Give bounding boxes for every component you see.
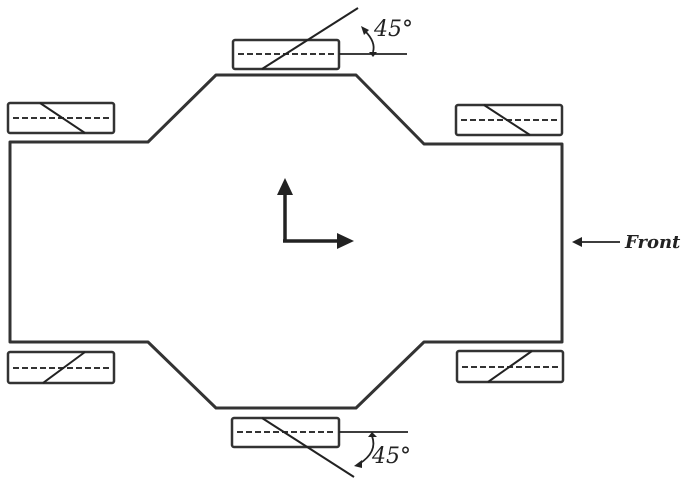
- angle-label-bottom: 45°: [371, 444, 411, 469]
- angle-dimension-top: 45°: [339, 17, 413, 57]
- wheel-top-left: [6, 101, 116, 135]
- angle-label-top: 45°: [373, 17, 413, 42]
- wheel-bottom-center-roller: [261, 417, 355, 478]
- front-indicator: Front: [572, 232, 681, 253]
- front-label: Front: [624, 232, 681, 253]
- wheel-top-right: [454, 103, 564, 137]
- wheel-bottom-center: [230, 416, 355, 478]
- angle-dimension-bottom: 45°: [339, 431, 411, 469]
- front-arrowhead: [572, 237, 582, 247]
- wheel-bottom-left: [6, 350, 116, 385]
- chassis-outline: [8, 73, 564, 410]
- coordinate-axes: [277, 178, 354, 249]
- axis-right-arrowhead: [337, 233, 354, 249]
- wheel-bottom-right-roller: [487, 350, 533, 383]
- wheel-top-left-roller: [39, 102, 86, 134]
- wheel-top-center-roller: [261, 7, 359, 70]
- axis-up-arrowhead: [277, 178, 293, 195]
- wheel-bottom-left-roller: [42, 351, 86, 384]
- wheel-top-center: [231, 7, 359, 71]
- wheel-top-right-roller: [483, 104, 531, 136]
- wheel-bottom-right: [455, 349, 565, 384]
